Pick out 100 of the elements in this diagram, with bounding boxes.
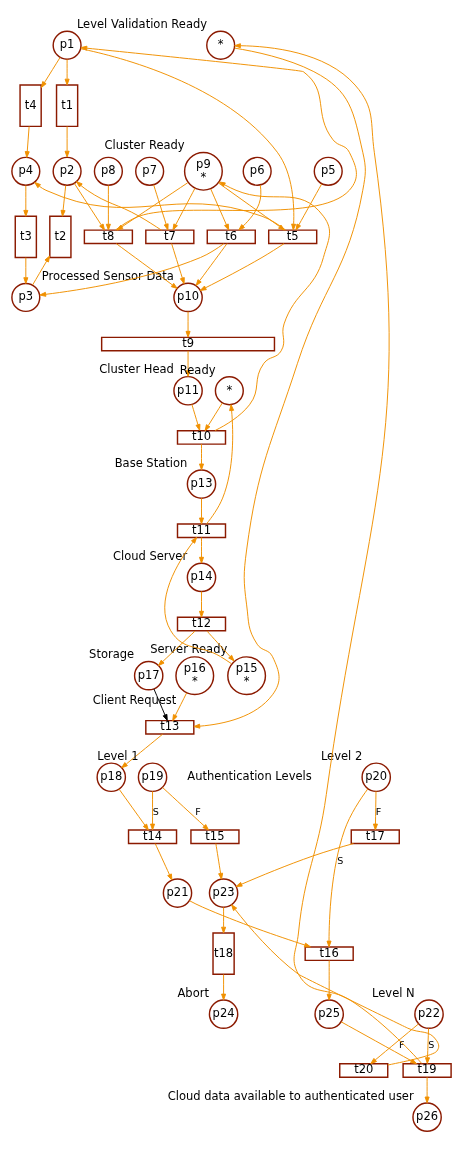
node-circle: p9 * (183, 151, 223, 191)
node-circle: p14 (186, 562, 217, 593)
node-label: Ready (179, 362, 216, 377)
arrow (64, 58, 70, 86)
node-circle: p19 (137, 762, 168, 793)
arrow (193, 47, 366, 729)
node-label: Cluster Ready (104, 138, 185, 153)
arrow (32, 255, 51, 286)
node-circle: p11 (173, 375, 203, 406)
node-label: Base Station (114, 455, 188, 470)
arrow (370, 1023, 419, 1065)
arrow (214, 181, 331, 431)
node-circle: p16 * (175, 656, 215, 696)
arrow (424, 1076, 430, 1104)
arrow (372, 790, 378, 831)
arrow (425, 1027, 430, 1064)
node-circle: p4 (11, 156, 41, 186)
arrow (153, 184, 169, 231)
node-circle: p6 (242, 156, 272, 186)
node-box: t4 (19, 84, 42, 128)
node-label: Cluster Head (99, 362, 174, 377)
node-box: t6 (206, 229, 256, 245)
arrow (221, 906, 227, 934)
node-box: t19 (402, 1063, 452, 1078)
arrow (204, 402, 223, 432)
arrow (164, 537, 232, 665)
arrow (162, 787, 210, 831)
arrow (199, 497, 204, 525)
arrow (326, 788, 369, 948)
node-box: t9 (100, 336, 276, 352)
arrow (121, 733, 164, 769)
node-box: t14 (127, 829, 178, 845)
node-label: Cloud data available to authenticated user (167, 1088, 414, 1103)
arrow (210, 188, 230, 231)
node-circle: p1 (52, 30, 82, 60)
node-box: t2 (49, 215, 72, 259)
node-circle: p5 (313, 156, 343, 186)
arrow (295, 183, 323, 231)
node-circle: p20 (361, 762, 392, 793)
arrow (189, 900, 311, 948)
arrow (171, 243, 185, 285)
arrow (23, 184, 29, 217)
arrow (115, 243, 178, 289)
arrow (234, 43, 423, 1064)
arrow (64, 126, 70, 158)
arrow (39, 243, 225, 297)
arrow (238, 184, 262, 231)
node-box: t8 (83, 229, 134, 245)
arrow (76, 181, 162, 231)
arrow (199, 537, 204, 564)
node-circle: p22 (414, 999, 444, 1030)
node-box: t15 (190, 829, 240, 845)
node-label: Level Validation Ready (76, 17, 208, 32)
node-label: Storage (89, 647, 135, 662)
node-circle: p21 (162, 878, 193, 908)
arrow (153, 688, 168, 721)
node-circle: p24 (208, 999, 239, 1030)
node-box: t5 (267, 229, 318, 245)
label: Authentication Levels (187, 769, 312, 784)
node-circle: p8 (93, 156, 123, 186)
node-box: t7 (145, 229, 195, 245)
arrow (118, 788, 149, 831)
node-box: t12 (176, 616, 227, 632)
edge-label: F (375, 805, 382, 817)
arrow (199, 591, 204, 618)
node-circle: p10 (173, 282, 203, 313)
arrow (60, 184, 67, 217)
arrow (199, 243, 285, 291)
node-box: t17 (350, 829, 400, 845)
arrow (24, 126, 30, 158)
arrow (206, 404, 235, 525)
arrow (215, 843, 224, 880)
node-circle: p3 (11, 282, 41, 313)
edge-label: F (398, 1039, 405, 1051)
node-circle: * (206, 30, 236, 60)
arrow (105, 184, 111, 231)
node-box: t1 (55, 84, 79, 128)
node-circle: p7 (135, 156, 165, 186)
arrow (172, 692, 188, 722)
node-circle: p13 (186, 469, 217, 499)
arrow (326, 959, 332, 1001)
node-box: t20 (339, 1063, 389, 1078)
node-box: t10 (176, 429, 227, 445)
node-label: Level N (372, 985, 415, 1000)
node-label: Cloud Server (112, 549, 188, 564)
arrow (172, 187, 196, 231)
node-circle: p23 (208, 878, 239, 908)
arrow (116, 182, 189, 231)
node-box: t16 (304, 946, 354, 962)
node-circle: p26 (412, 1102, 442, 1132)
arrow (185, 311, 191, 338)
node-box: t11 (176, 523, 227, 539)
arrow (191, 403, 201, 431)
edge-label: F (195, 805, 201, 817)
arrow (150, 790, 156, 831)
arrow (195, 243, 228, 286)
edge-label: S (428, 1039, 435, 1051)
arrow (73, 182, 105, 231)
arrow (340, 1021, 417, 1065)
arrow (158, 630, 196, 667)
